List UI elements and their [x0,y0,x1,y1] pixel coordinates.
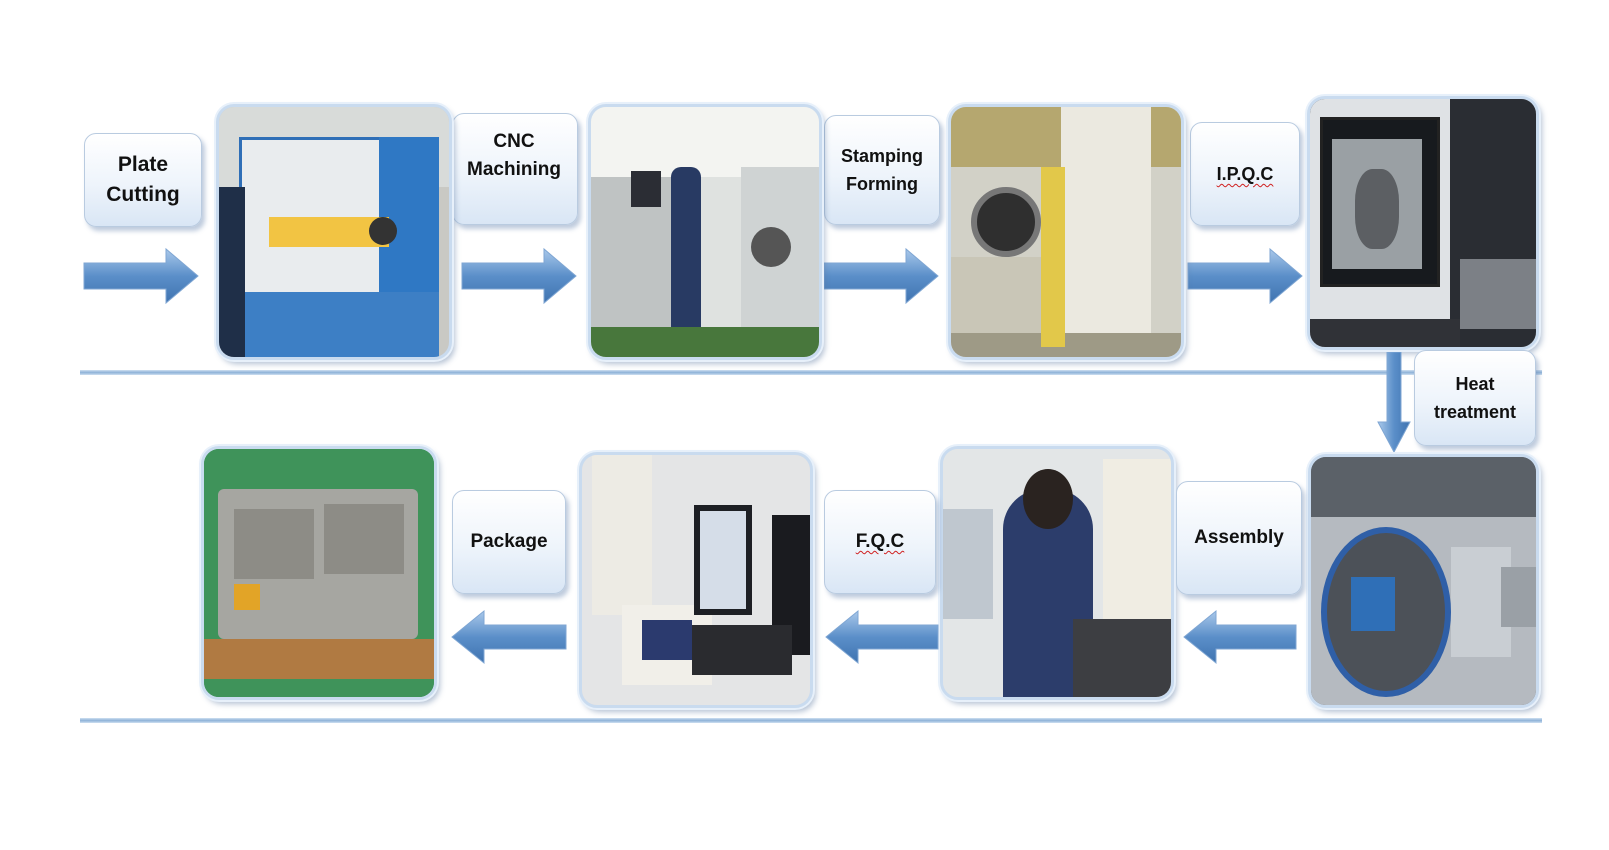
heat-treatment-label: Heat treatment [1414,350,1536,446]
assembly-label: Assembly [1176,481,1302,595]
plate-cutting-label: Plate Cutting [84,133,202,227]
cnc-machining-photo [588,104,822,360]
ipqc-text: I.P.Q.C [1217,159,1274,189]
package-photo [201,446,437,700]
heat-treatment-text: Heat treatment [1434,370,1516,426]
plate-cutting-text: Plate Cutting [106,150,179,210]
arrow-down-icon [1376,352,1412,454]
arrow-right-icon [1186,247,1304,305]
arrow-left-icon [450,609,568,665]
assembly-photo [940,446,1174,700]
cnc-machining-label: CNC Machining [452,113,578,225]
fqc-label: F.Q.C [824,490,936,594]
bottom-row-divider [80,718,1542,723]
package-text: Package [470,527,547,557]
ipqc-photo [1307,96,1539,350]
plate-cutting-photo [216,104,452,360]
package-label: Package [452,490,566,594]
arrow-left-icon [824,609,940,665]
arrow-right-icon [82,247,200,305]
ipqc-label: I.P.Q.C [1190,122,1300,226]
cnc-machining-text: CNC Machining [467,128,561,184]
fqc-text: F.Q.C [856,527,905,557]
fqc-photo [579,452,813,708]
heat-treatment-photo [1308,454,1539,708]
top-row-divider [80,370,1542,375]
assembly-text: Assembly [1194,523,1284,553]
stamping-forming-label: Stamping Forming [824,115,940,225]
arrow-right-icon [822,247,940,305]
stamping-forming-photo [948,104,1184,360]
stamping-forming-text: Stamping Forming [841,142,923,198]
arrow-right-icon [460,247,578,305]
arrow-left-icon [1182,609,1298,665]
